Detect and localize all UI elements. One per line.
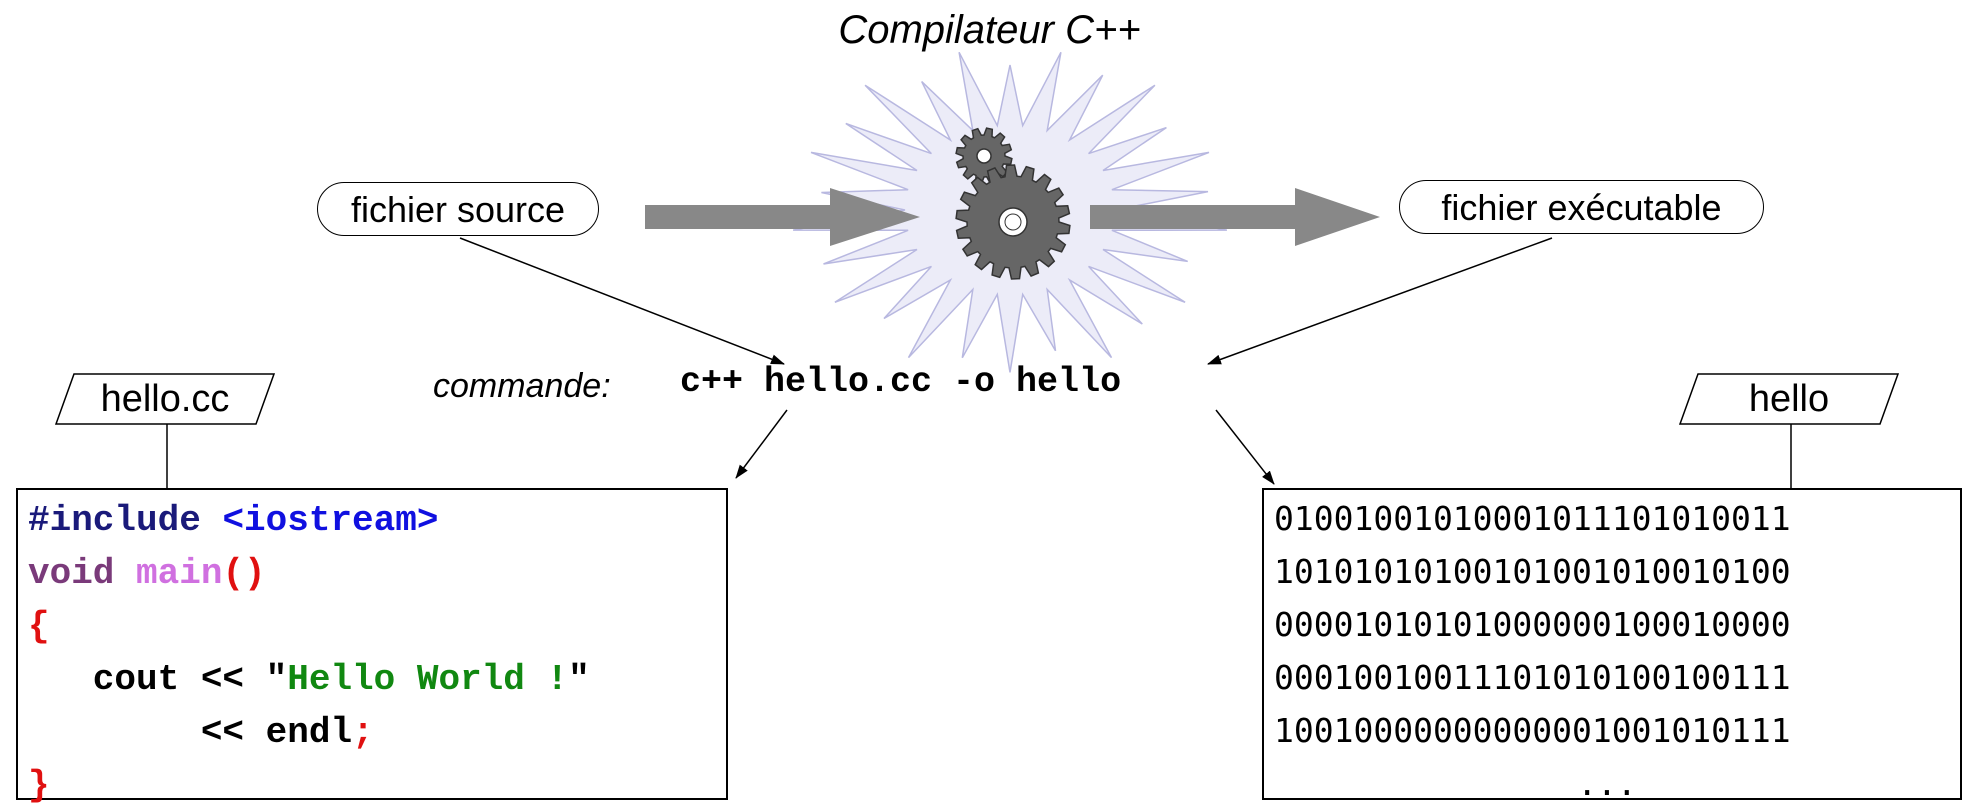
command-label: commande: bbox=[433, 367, 611, 405]
code-line: } bbox=[28, 759, 726, 812]
source-file-shape bbox=[54, 373, 276, 425]
code-token: } bbox=[28, 765, 50, 806]
binary-ellipsis: ... bbox=[1577, 764, 1637, 803]
binary-line: 00010010011101010100100111 bbox=[1274, 658, 1791, 697]
compile-command: c++ hello.cc -o hello bbox=[680, 362, 1122, 402]
binary-line: 10010000000000001001010111 bbox=[1274, 711, 1791, 750]
code-token: () bbox=[222, 553, 266, 594]
small-gear-icon bbox=[955, 127, 1013, 185]
command-to-binary-arrow bbox=[1215, 409, 1275, 485]
exe-to-command-arrow bbox=[1207, 237, 1553, 365]
code-token: { bbox=[28, 606, 50, 647]
code-token: << endl bbox=[28, 712, 353, 753]
binary-line: 10101010100101001010010100 bbox=[1274, 552, 1791, 591]
source-code-box: #include <iostream>void main(){ cout << … bbox=[16, 488, 728, 806]
code-token: void bbox=[28, 553, 137, 594]
executable-file-label: fichier exécutable bbox=[1399, 180, 1764, 234]
large-gear-icon bbox=[955, 164, 1071, 280]
code-token: ; bbox=[352, 712, 374, 753]
input-arrow bbox=[645, 188, 920, 246]
source-file-label: fichier source bbox=[317, 182, 599, 236]
command-to-code-arrow bbox=[735, 409, 788, 479]
code-line: { bbox=[28, 600, 726, 653]
code-line: void main() bbox=[28, 547, 726, 600]
code-token: <iostream> bbox=[222, 500, 439, 541]
code-token: " bbox=[568, 659, 590, 700]
code-line: #include <iostream> bbox=[28, 494, 726, 547]
code-token: cout << " bbox=[28, 659, 288, 700]
code-line: << endl; bbox=[28, 706, 726, 759]
source-file-name: hello.cc bbox=[100, 378, 230, 420]
compiler-title: Compilateur C++ bbox=[838, 8, 1141, 52]
source-to-command-arrow bbox=[459, 237, 785, 365]
output-arrow bbox=[1090, 188, 1380, 246]
code-token: main bbox=[136, 553, 223, 594]
binary-output-box: 01001001010001011101010011 10101010100101… bbox=[1262, 488, 1962, 803]
exe-file-shape bbox=[1678, 373, 1900, 425]
binary-line: 00001010101000000100010000 bbox=[1274, 605, 1791, 644]
code-token: Hello World ! bbox=[287, 659, 569, 700]
exe-file-name: hello bbox=[1748, 378, 1830, 420]
code-line: cout << "Hello World !" bbox=[28, 653, 726, 706]
binary-line: 01001001010001011101010011 bbox=[1274, 499, 1791, 538]
code-token: #include bbox=[28, 500, 223, 541]
